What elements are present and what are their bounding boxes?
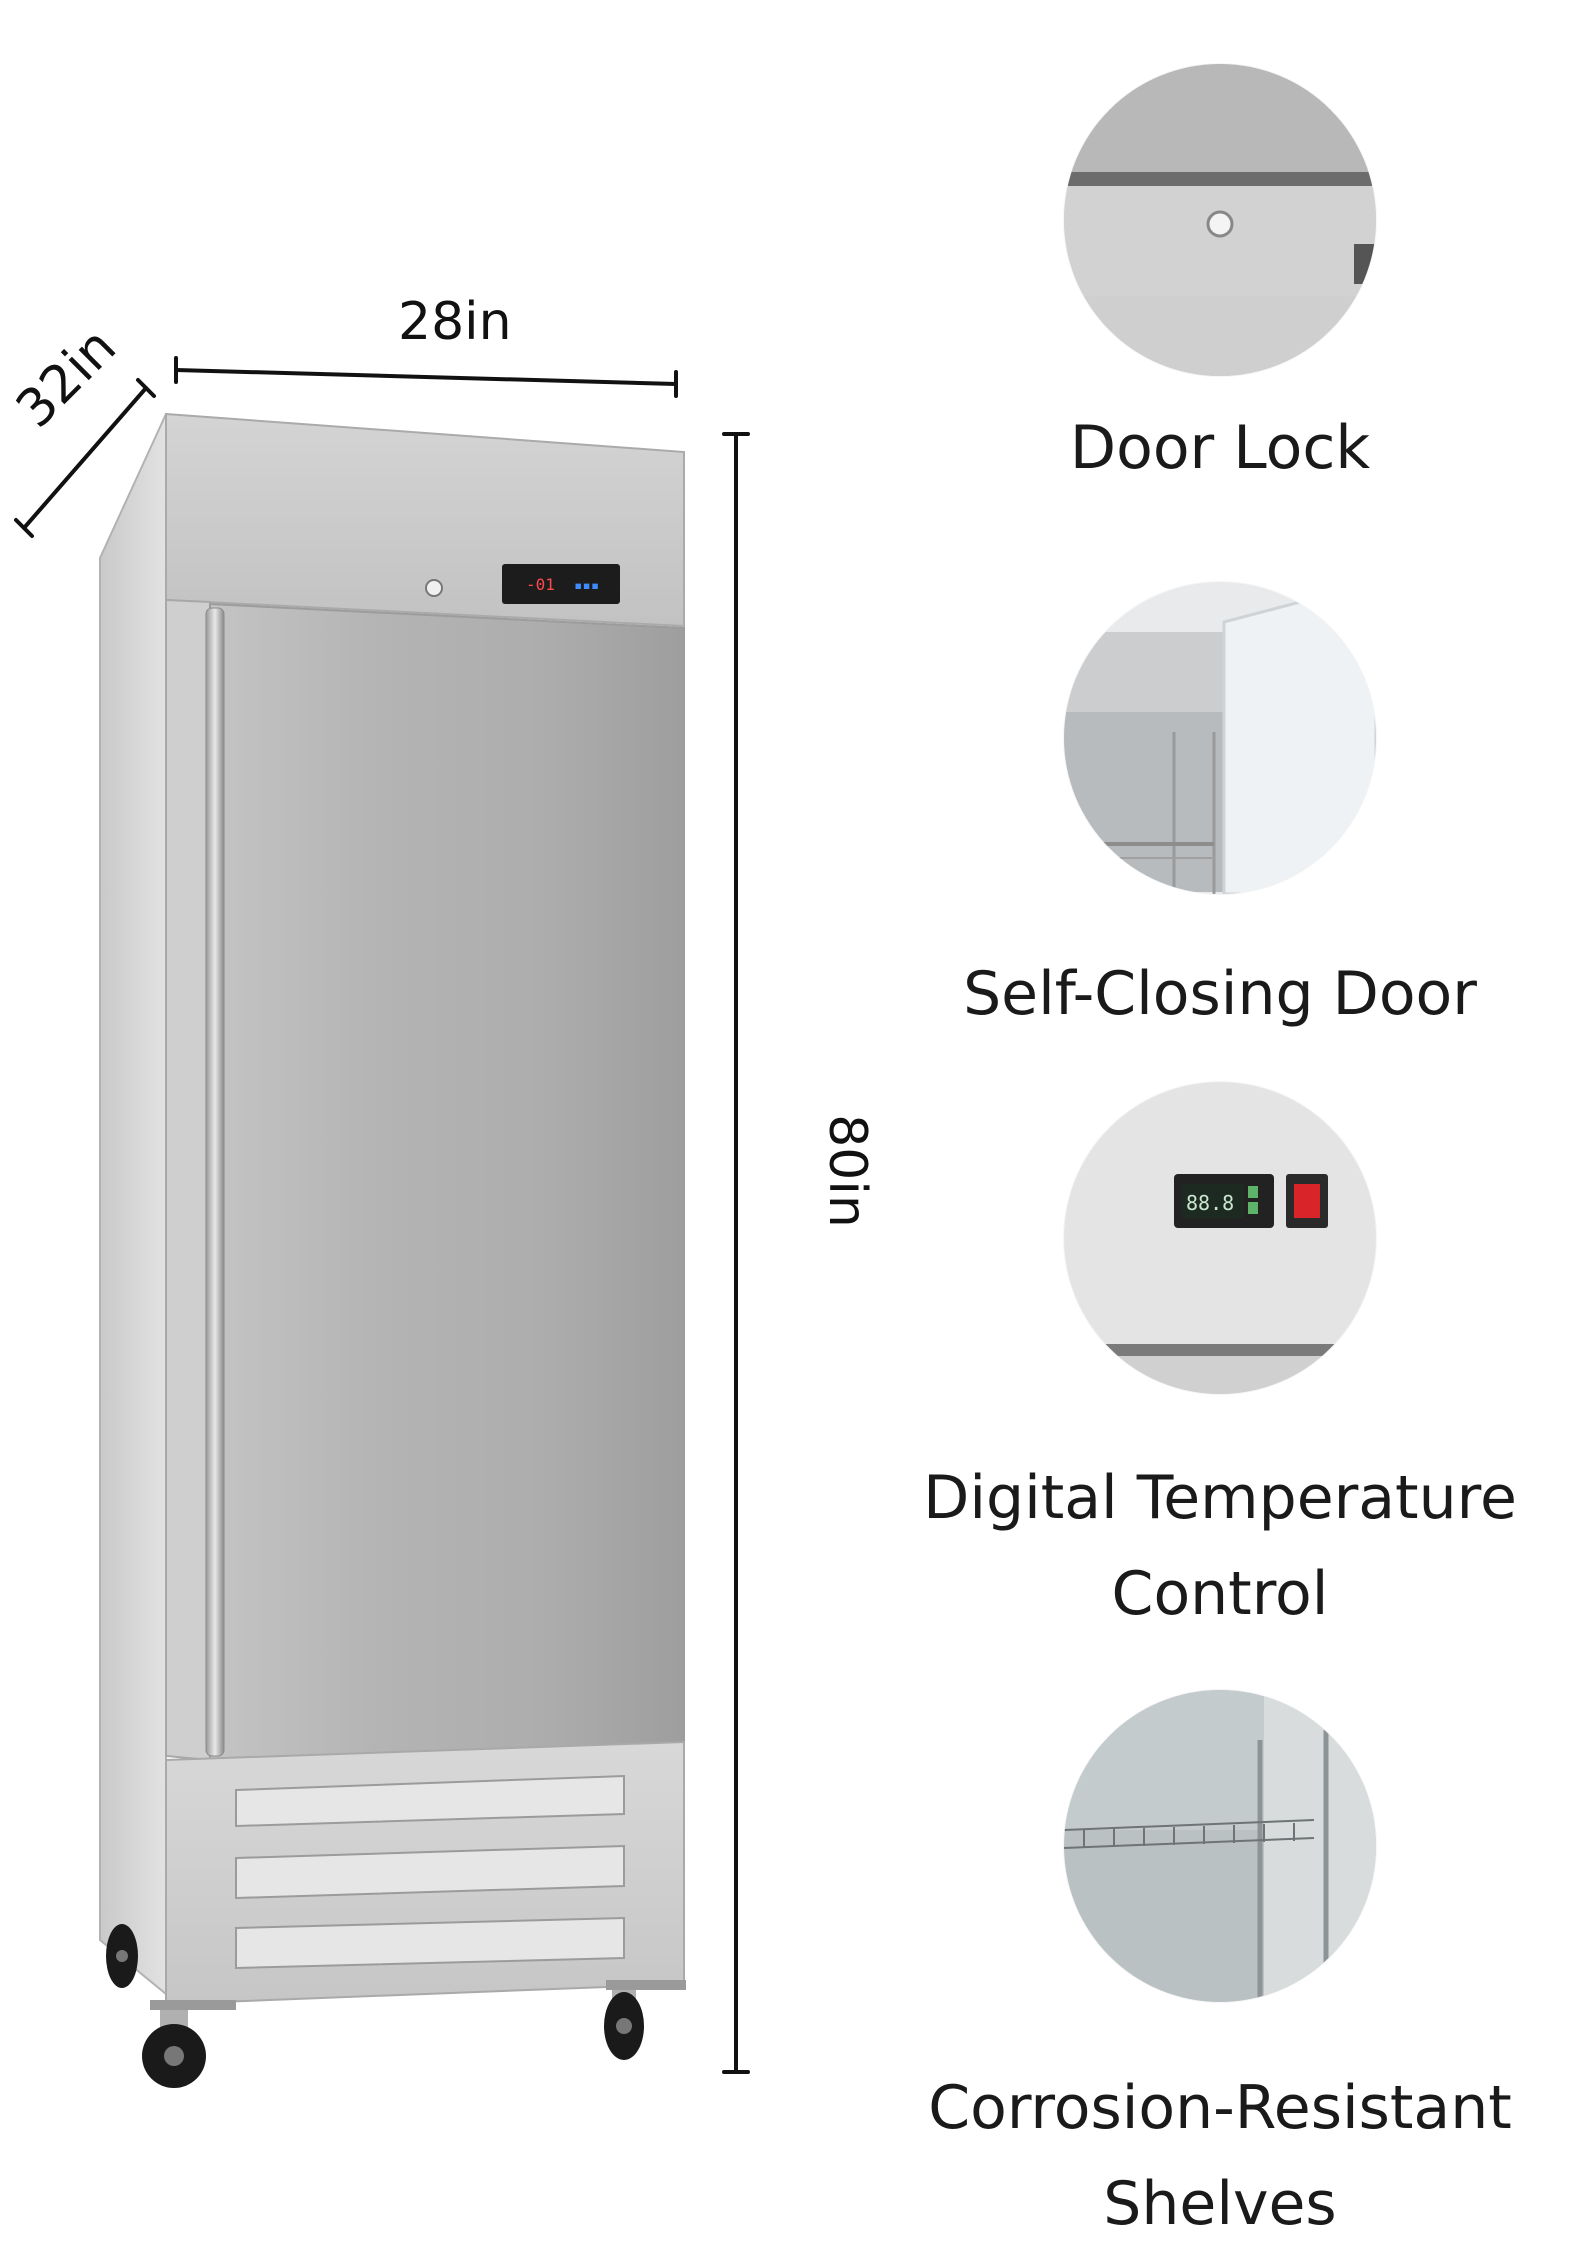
door-lock-closeup-icon xyxy=(1064,64,1376,376)
feature-self-closing-door: Self-Closing Door xyxy=(870,582,1570,1042)
cabinet-side xyxy=(99,413,167,1997)
vent-slats xyxy=(235,1774,625,1970)
feature-label: Self-Closing Door xyxy=(963,959,1477,1029)
feature-digital-temperature-control: 88.8 Digital Temperature Control xyxy=(870,1082,1570,1642)
self-closing-door-closeup-icon xyxy=(1064,582,1376,894)
caster-front-left xyxy=(142,2000,236,2088)
wire-shelf-closeup-icon xyxy=(1064,1690,1376,2002)
svg-text:88.8: 88.8 xyxy=(1186,1191,1234,1215)
height-label: 80in xyxy=(816,1114,877,1228)
digital-display xyxy=(502,564,620,604)
depth-dimension-line xyxy=(14,378,156,538)
caster-front-right xyxy=(604,1980,686,2060)
width-label: 28in xyxy=(398,292,512,352)
feature-label: Door Lock xyxy=(1069,413,1371,483)
width-dimension-line xyxy=(174,356,678,398)
door-handle xyxy=(205,607,225,1757)
feature-label: Corrosion-Resistant Shelves xyxy=(928,2073,1512,2239)
feature-label: Digital Temperature Control xyxy=(923,1463,1517,1629)
svg-text:-01: -01 xyxy=(526,575,555,594)
feature-corrosion-resistant-shelves: Corrosion-Resistant Shelves xyxy=(870,1690,1570,2252)
height-dimension-line xyxy=(722,432,750,2074)
caster-rear-left xyxy=(106,1924,138,1988)
digital-thermostat-closeup-icon: 88.8 xyxy=(1064,1082,1376,1394)
feature-door-lock: Door Lock xyxy=(870,64,1570,496)
door-frame xyxy=(165,598,211,1762)
lock-keyhole xyxy=(425,579,443,597)
svg-text:▪▪▪: ▪▪▪ xyxy=(574,578,599,594)
refrigerator-door xyxy=(209,602,685,1762)
